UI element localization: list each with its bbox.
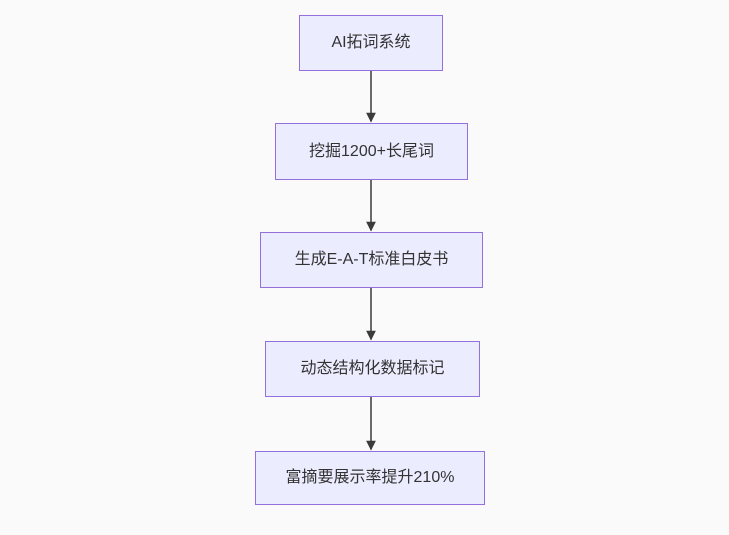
flow-node-ai-system: AI拓词系统 <box>299 15 443 71</box>
flow-node-label: AI拓词系统 <box>331 34 411 52</box>
flow-node-label: 生成E-A-T标准白皮书 <box>294 251 449 269</box>
flow-node-label: 富摘要展示率提升210% <box>285 469 455 487</box>
flow-node-rich-snippet-result: 富摘要展示率提升210% <box>255 451 485 505</box>
flow-node-label: 动态结构化数据标记 <box>300 360 445 378</box>
flow-node-label: 挖掘1200+长尾词 <box>309 142 434 160</box>
flow-node-structured-data: 动态结构化数据标记 <box>265 341 480 397</box>
flow-node-eat-whitepaper: 生成E-A-T标准白皮书 <box>260 232 483 288</box>
flow-node-longtail-keywords: 挖掘1200+长尾词 <box>275 123 468 180</box>
